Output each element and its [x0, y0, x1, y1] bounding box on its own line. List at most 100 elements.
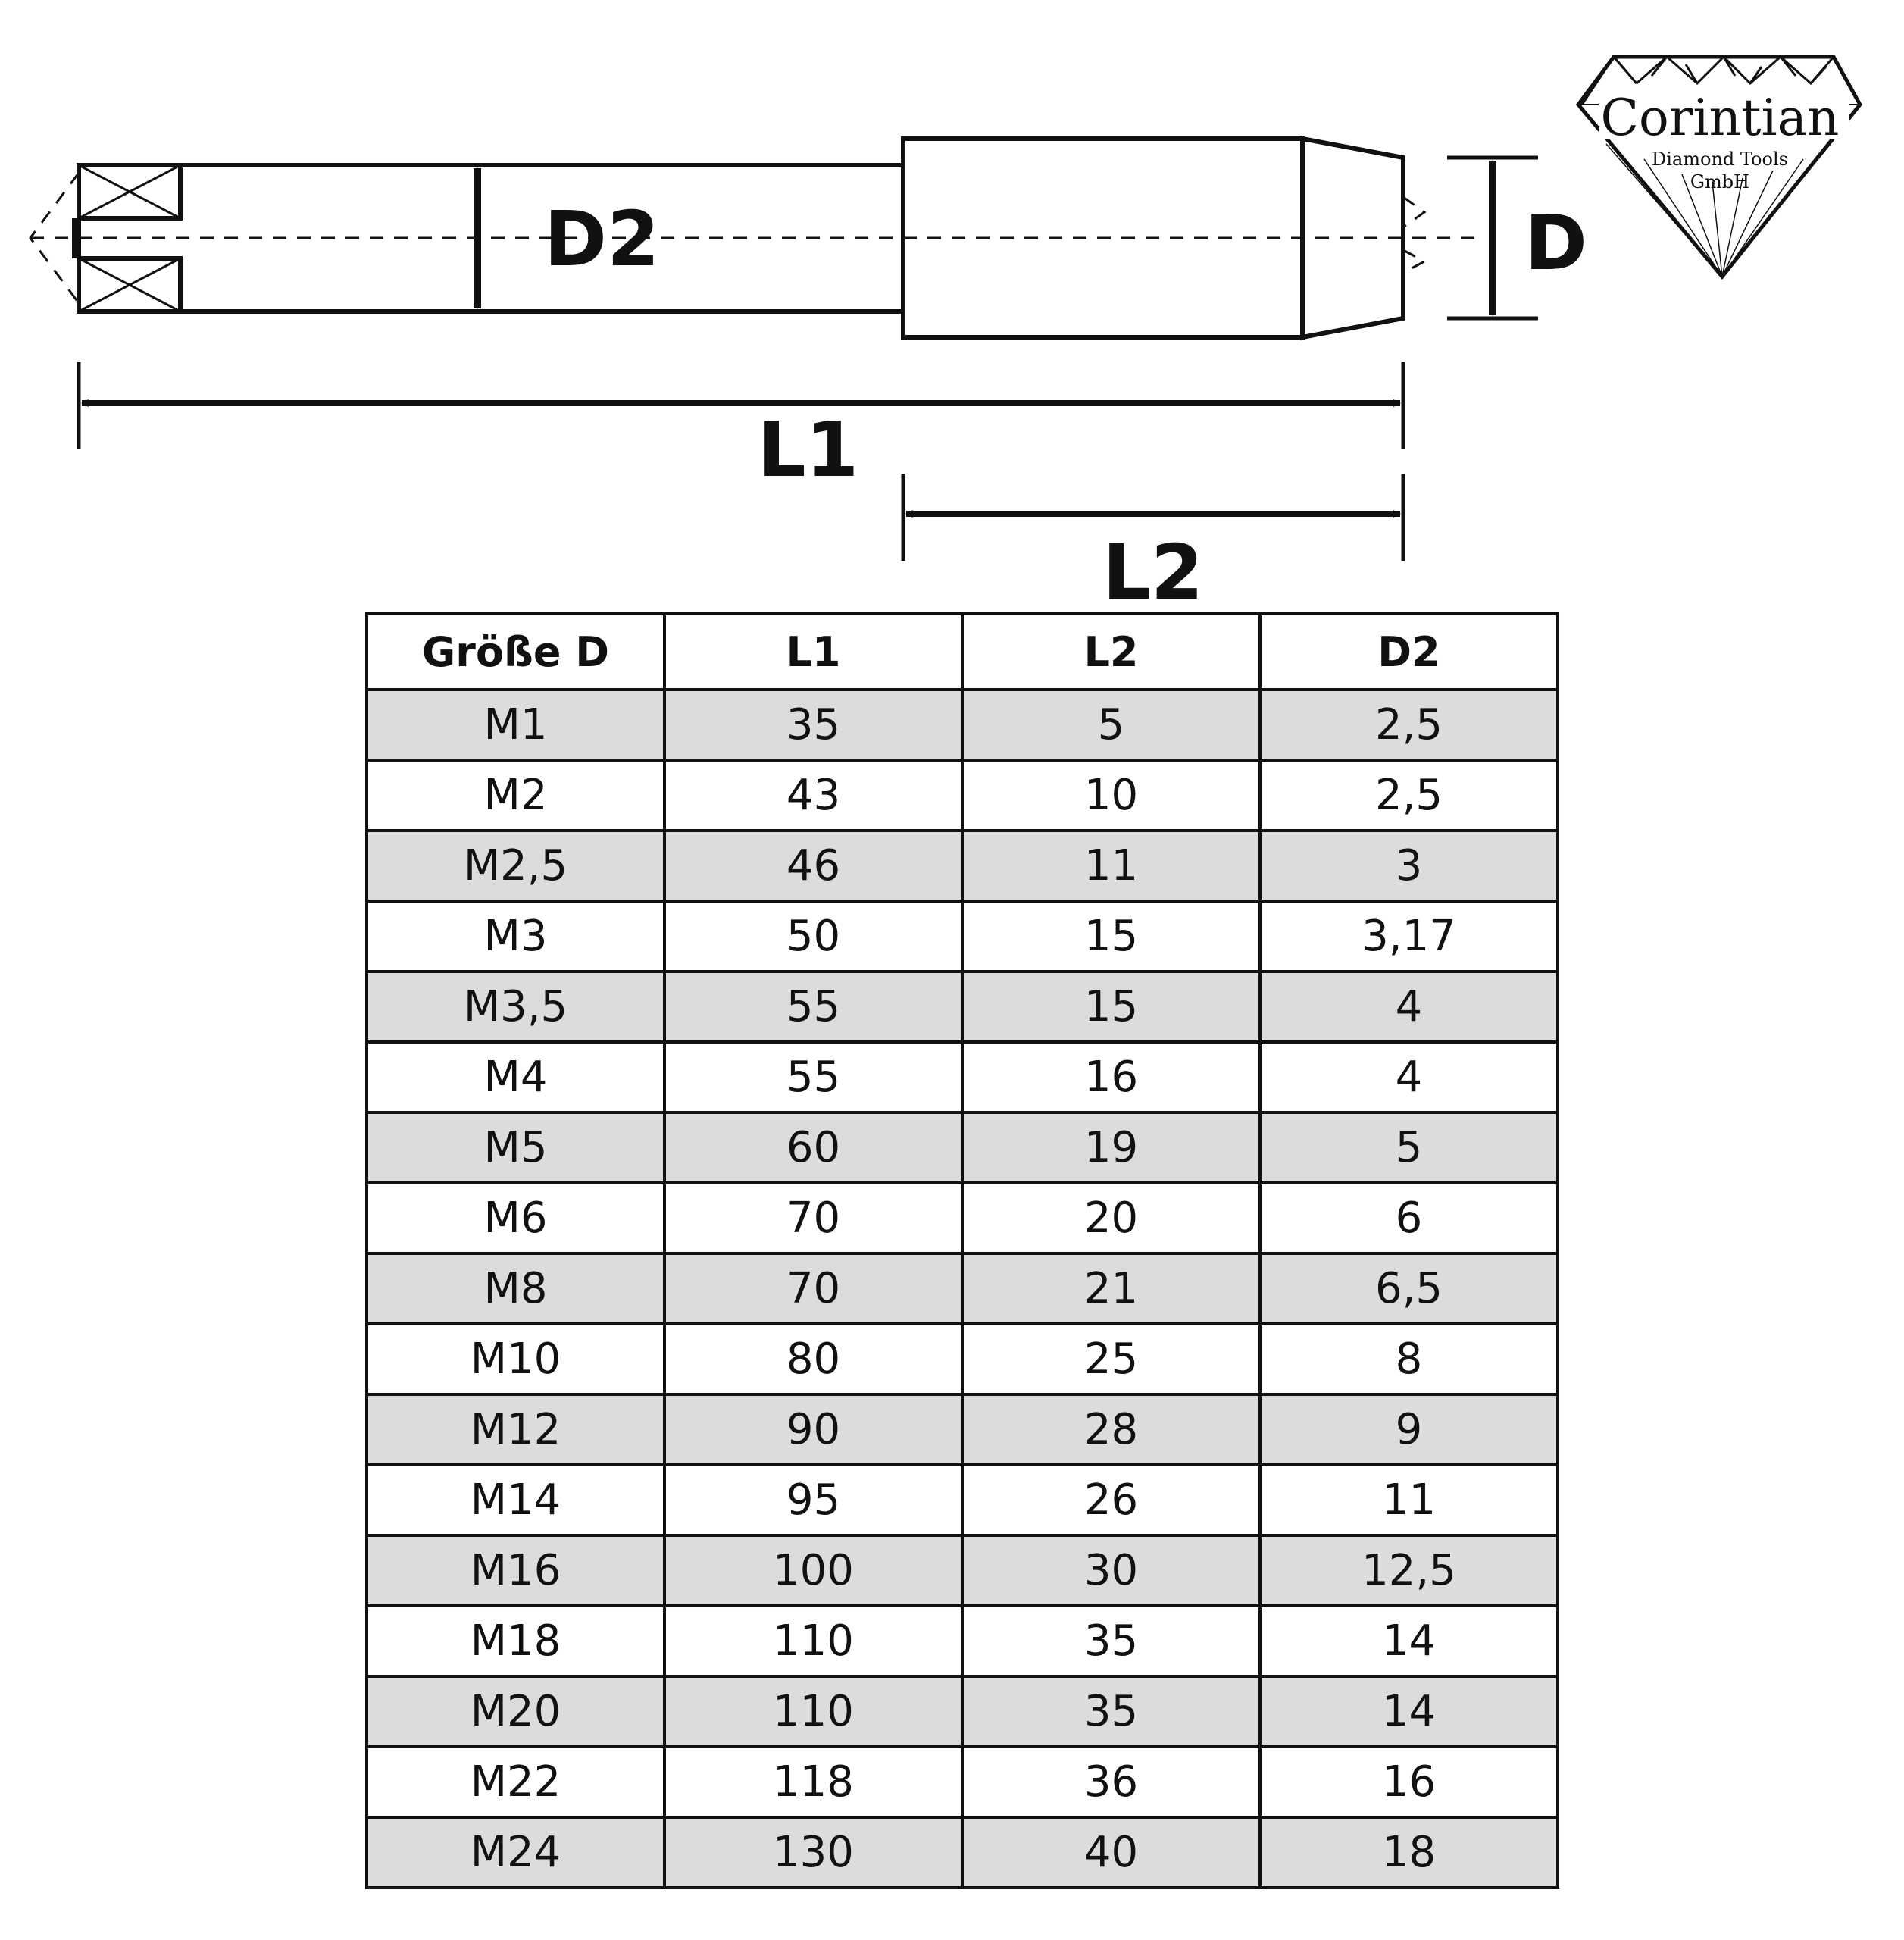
cell-l1: 100 [663, 1534, 964, 1607]
cell-l2: 40 [961, 1816, 1262, 1889]
cell-d2: 5 [1258, 1111, 1559, 1184]
cell-d2: 3,17 [1258, 900, 1559, 973]
cell-l2: 21 [961, 1252, 1262, 1325]
cell-l2: 26 [961, 1463, 1262, 1537]
cell-size: M24 [365, 1816, 666, 1889]
cell-l1: 70 [663, 1252, 964, 1325]
cell-size: M12 [365, 1393, 666, 1466]
cell-size: M3 [365, 900, 666, 973]
cell-d2: 14 [1258, 1604, 1559, 1678]
cell-size: M22 [365, 1745, 666, 1819]
cell-size: M5 [365, 1111, 666, 1184]
cell-size: M20 [365, 1675, 666, 1748]
cell-l2: 5 [961, 688, 1262, 762]
cell-l1: 43 [663, 759, 964, 832]
cell-d2: 6 [1258, 1181, 1559, 1255]
header-d2: D2 [1258, 612, 1559, 691]
cell-d2: 16 [1258, 1745, 1559, 1819]
cell-l1: 95 [663, 1463, 964, 1537]
cell-d2: 12,5 [1258, 1534, 1559, 1607]
cell-d2: 4 [1258, 970, 1559, 1044]
header-l2: L2 [961, 612, 1262, 691]
cell-d2: 14 [1258, 1675, 1559, 1748]
cell-l1: 70 [663, 1181, 964, 1255]
cell-l2: 19 [961, 1111, 1262, 1184]
l2-label: L2 [1102, 528, 1203, 606]
tap-drawing: D2 D L1 L2 Corintian Diamond Tools GmbH [29, 55, 1863, 606]
cell-l2: 15 [961, 970, 1262, 1044]
cell-l2: 25 [961, 1322, 1262, 1396]
cell-l1: 50 [663, 900, 964, 973]
cell-size: M3,5 [365, 970, 666, 1044]
table-header-row: Größe D L1 L2 D2 [365, 612, 1559, 691]
cell-size: M16 [365, 1534, 666, 1607]
cell-size: M2 [365, 759, 666, 832]
cell-d2: 6,5 [1258, 1252, 1559, 1325]
center-line [29, 172, 1485, 304]
header-l1: L1 [663, 612, 964, 691]
cell-size: M18 [365, 1604, 666, 1678]
cell-d2: 8 [1258, 1322, 1559, 1396]
cell-size: M6 [365, 1181, 666, 1255]
cell-l1: 46 [663, 829, 964, 903]
corintian-logo: Corintian Diamond Tools GmbH [1575, 55, 1863, 280]
cell-l1: 130 [663, 1816, 964, 1889]
cell-l2: 30 [961, 1534, 1262, 1607]
cell-l2: 35 [961, 1604, 1262, 1678]
logo-name: Corintian [1601, 89, 1840, 147]
cell-d2: 18 [1258, 1816, 1559, 1889]
cell-size: M10 [365, 1322, 666, 1396]
d-label: D [1524, 199, 1587, 287]
cell-l2: 36 [961, 1745, 1262, 1819]
cell-d2: 11 [1258, 1463, 1559, 1537]
cell-l2: 15 [961, 900, 1262, 973]
d2-label: D2 [544, 195, 660, 283]
cell-l1: 55 [663, 970, 964, 1044]
cell-l2: 28 [961, 1393, 1262, 1466]
cell-size: M2,5 [365, 829, 666, 903]
cell-size: M4 [365, 1040, 666, 1114]
cell-l2: 20 [961, 1181, 1262, 1255]
l1-label: L1 [758, 405, 858, 494]
cell-size: M1 [365, 688, 666, 762]
cell-l2: 10 [961, 759, 1262, 832]
cell-d2: 3 [1258, 829, 1559, 903]
cell-l2: 16 [961, 1040, 1262, 1114]
cell-d2: 9 [1258, 1393, 1559, 1466]
cell-l1: 110 [663, 1675, 964, 1748]
cell-l1: 55 [663, 1040, 964, 1114]
cell-l1: 35 [663, 688, 964, 762]
cell-d2: 2,5 [1258, 688, 1559, 762]
cell-l2: 11 [961, 829, 1262, 903]
header-size: Größe D [365, 612, 666, 691]
logo-subtitle-line1: Diamond Tools [1652, 149, 1788, 170]
cell-l1: 80 [663, 1322, 964, 1396]
cell-d2: 2,5 [1258, 759, 1559, 832]
cell-size: M14 [365, 1463, 666, 1537]
cell-l1: 110 [663, 1604, 964, 1678]
cell-l1: 90 [663, 1393, 964, 1466]
cell-l1: 60 [663, 1111, 964, 1184]
cell-d2: 4 [1258, 1040, 1559, 1114]
cell-l1: 118 [663, 1745, 964, 1819]
cell-size: M8 [365, 1252, 666, 1325]
